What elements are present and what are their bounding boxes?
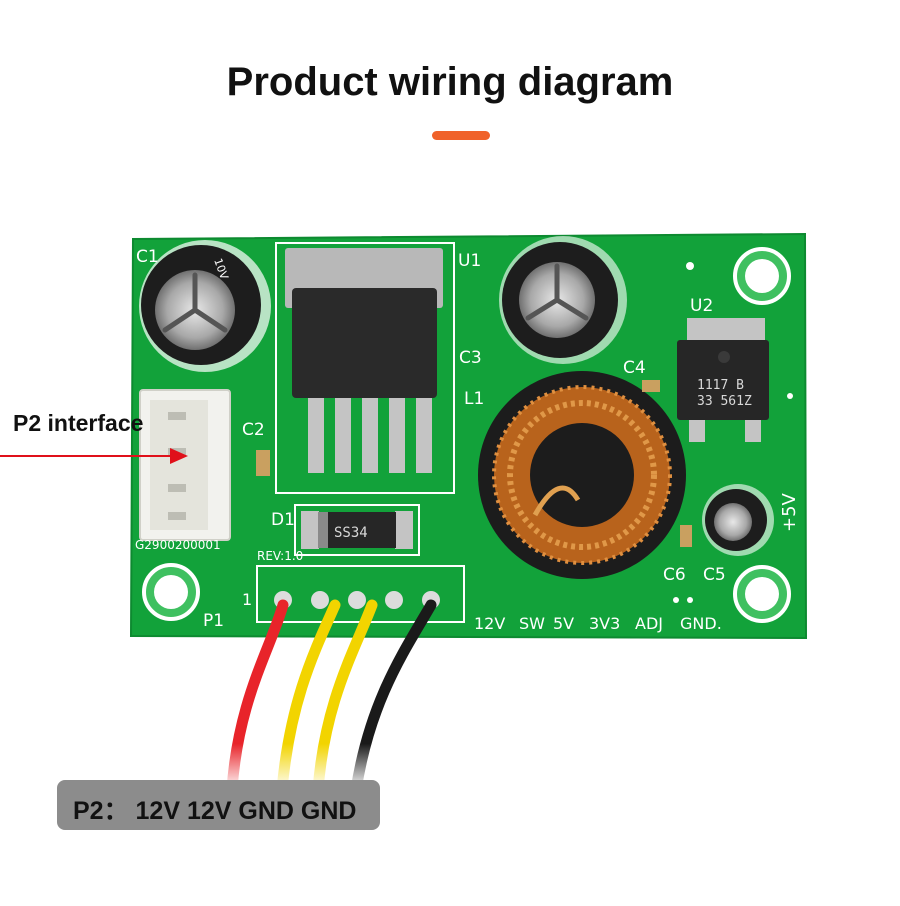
- pinout-text: P2： 12V 12V GND GND: [73, 797, 357, 825]
- capacitor-c1: [139, 240, 271, 372]
- capacitor-c6: [680, 525, 692, 547]
- label-c1: C1: [136, 247, 159, 267]
- label-p1: P1: [203, 611, 224, 631]
- u1-outline: [275, 242, 455, 494]
- wires: [226, 599, 437, 796]
- p2-connector: [139, 389, 231, 541]
- d1-outline: [294, 504, 420, 556]
- label-c3: C3: [459, 348, 482, 368]
- label-d1: D1: [271, 510, 295, 530]
- page-title: Product wiring diagram: [226, 60, 674, 104]
- pin-label: ADJ: [635, 614, 663, 633]
- inductor-l1: [478, 371, 686, 579]
- label-c5: C5: [703, 565, 726, 585]
- pin-label: 3V3: [589, 614, 620, 633]
- wire-yellow: [276, 599, 341, 796]
- p2-callout-arrow: [0, 448, 188, 464]
- regulator-u1: [285, 248, 443, 473]
- diode-d1: SS34: [301, 511, 413, 549]
- label-c4: C4: [623, 358, 646, 378]
- pin-label: GND.: [680, 614, 722, 633]
- label-pin1: 1: [242, 590, 252, 609]
- mounting-hole: [142, 563, 200, 621]
- pin-label: SW: [519, 614, 545, 633]
- label-u1: U1: [458, 251, 481, 271]
- mounting-hole: [733, 247, 791, 305]
- label-l1: L1: [464, 389, 484, 409]
- wire-red: [226, 599, 289, 796]
- capacitor-c5: [702, 484, 774, 556]
- label-board-code: G2900200001: [135, 538, 221, 552]
- pinout-legend: P2： 12V 12V GND GND: [57, 780, 380, 830]
- p1-pin-labels: 12V SW 5V 3V3 ADJ GND.: [474, 614, 722, 633]
- p2-interface-label: P2 interface: [13, 410, 144, 436]
- u2-marking-line2: 33 561Z: [697, 394, 752, 409]
- label-plus5v: +5V: [779, 492, 800, 532]
- label-u2: U2: [690, 296, 713, 316]
- label-c6: C6: [663, 565, 686, 585]
- capacitor-c4: [642, 380, 660, 392]
- regulator-u2: 1117 B 33 561Z: [677, 318, 769, 442]
- label-rev: REV:1.0: [257, 549, 303, 563]
- pin-label: 12V: [474, 614, 505, 633]
- d1-marking: SS34: [334, 525, 368, 541]
- pin-label: 5V: [553, 614, 574, 633]
- u2-marking-line1: 1117 B: [697, 378, 744, 393]
- title-accent-bar: [432, 131, 490, 140]
- wire-yellow: [312, 599, 378, 796]
- capacitor-c3: [499, 236, 627, 364]
- capacitor-c2: [256, 450, 270, 476]
- mounting-hole: [733, 565, 791, 623]
- wire-black: [350, 599, 437, 796]
- label-c2: C2: [242, 420, 265, 440]
